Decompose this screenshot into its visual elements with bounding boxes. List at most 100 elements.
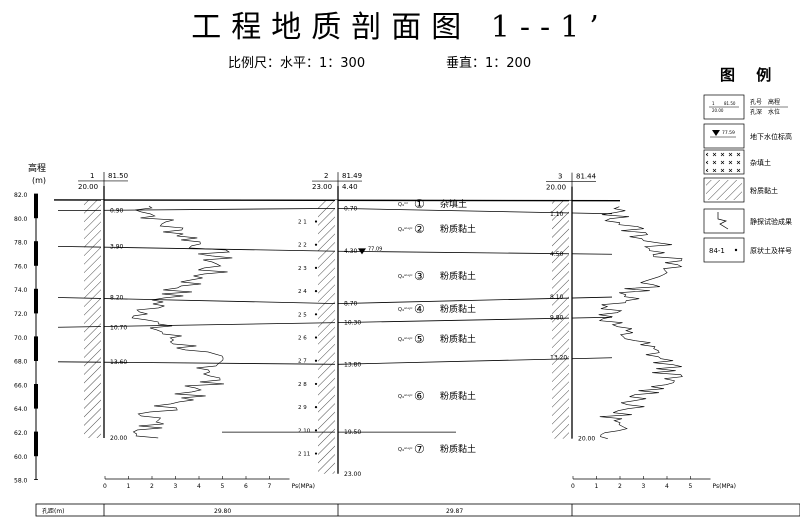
legend-water-value: 77.59 (722, 130, 735, 136)
sample-number: 2 10 (298, 428, 311, 434)
elevation-axis-bar (34, 194, 38, 218)
legend-box (703, 208, 745, 234)
sample-number: 2 1 (298, 219, 307, 225)
elevation-tick-label: 76.0 (14, 263, 28, 270)
layer-code: Q₄ᵃˡ⁺ᵖˡ (398, 394, 413, 400)
boundary-depth-label: 0.90 (110, 208, 124, 215)
distance-value: 29.80 (214, 508, 231, 515)
legend-sample-value: 84-1 (709, 247, 725, 255)
boundary-depth-label: 1.10 (550, 211, 564, 218)
ps-axis-2-tick-label: 0 (571, 483, 575, 490)
ps-axis-2-tick-label: 4 (665, 483, 669, 490)
elevation-tick-label: 80.0 (14, 216, 28, 223)
sample-number: 2 6 (298, 336, 307, 342)
borehole-hatch (552, 200, 572, 439)
borehole-depth: 23.00 (312, 183, 332, 191)
borehole-gap (335, 200, 338, 474)
borehole-gap (569, 200, 572, 439)
layer-name: 杂填土 (440, 198, 467, 210)
sample-number: 2 2 (298, 243, 307, 249)
ps-axis-2-label: Ps(MPa) (713, 483, 737, 490)
horizontal-scale: 比例尺：水平：1：300 (228, 56, 366, 71)
legend-box (703, 149, 745, 175)
elevation-tick-label: 70.0 (14, 335, 28, 342)
elevation-tick-label: 62.0 (14, 430, 28, 437)
boundary-depth-label: 13.20 (550, 355, 567, 362)
elevation-axis-bar (34, 384, 38, 409)
layer-number: ⑥ (414, 389, 425, 403)
layer-name: 粉质黏土 (440, 390, 476, 402)
elevation-tick-label: 72.0 (14, 311, 28, 318)
sample-point (314, 382, 318, 386)
boundary-depth-label: 9.80 (550, 314, 564, 321)
ps-axis-1-tick-label: 2 (150, 483, 154, 490)
sample-point (314, 290, 318, 293)
legend-box (703, 123, 745, 149)
layer-number: ⑤ (414, 332, 425, 346)
layer-number: ③ (414, 269, 425, 283)
layer-number: ② (414, 222, 425, 236)
legend-box (703, 94, 745, 120)
boundary-depth-label: 13.60 (110, 359, 127, 366)
legend-label: 地下水位标高 (750, 132, 792, 141)
boundary-depth-label: 10.30 (344, 320, 361, 327)
legend-sample-elevation: 81.50 (724, 101, 736, 106)
ps-axis-1-tick-label: 6 (244, 483, 248, 490)
layer-number: ① (414, 197, 425, 211)
layer-boundary (57, 322, 339, 328)
sample-point (314, 313, 318, 316)
boundary-depth-label: 4.50 (550, 251, 564, 258)
elevation-axis-bar (34, 241, 38, 266)
sample-point (314, 452, 318, 455)
legend-box (703, 177, 745, 203)
legend-bottom-label: 孔深 (750, 108, 762, 116)
sample-number: 2 5 (298, 312, 307, 318)
elevation-tick-label: 68.0 (14, 359, 28, 366)
borehole-hatch (84, 199, 104, 438)
silty-clay-hatch-icon (706, 180, 742, 200)
elevation-tick-label: 82.0 (14, 192, 28, 199)
sample-number: 2 7 (298, 359, 307, 365)
borehole-depth: 20.00 (546, 184, 566, 192)
borehole-bottom-depth: 20.00 (110, 435, 127, 442)
borehole-depth: 20.00 (78, 183, 98, 191)
legend-label: 粉质黏土 (750, 186, 778, 195)
borehole-id: 2 (324, 172, 328, 180)
legend-top-sub: 高程 (768, 98, 780, 106)
sample-point (314, 429, 318, 432)
borehole-gap (101, 199, 104, 438)
ps-axis-1-tick-label: 3 (174, 483, 178, 490)
borehole-elevation: 81.44 (576, 173, 597, 181)
fill-soil-hatch-icon (706, 152, 742, 172)
layer-name: 粉质黏土 (440, 223, 476, 235)
groundwater-icon (712, 130, 720, 136)
layer-code: Q₄ᵃˡ⁺ᵖˡ (398, 447, 413, 453)
elevation-axis-bar (34, 289, 38, 313)
sample-number: 2 4 (298, 289, 307, 295)
layer-code: Q₄ᵃˡ⁺ᵖˡ (398, 337, 413, 343)
borehole-water-depth: 4.40 (342, 183, 358, 191)
sample-number: 2 9 (298, 405, 307, 411)
borehole-id: 3 (558, 173, 562, 181)
layer-boundary (57, 245, 339, 252)
elevation-tick-label: 74.0 (14, 287, 28, 294)
sample-point (314, 336, 318, 339)
ps-axis-1-tick-label: 7 (268, 483, 272, 490)
elevation-tick-label: 78.0 (14, 240, 28, 247)
boundary-depth-label: 0.70 (344, 205, 358, 212)
elevation-tick-label: 64.0 (14, 406, 28, 413)
cpt-curve (131, 205, 233, 439)
borehole-bottom-depth: 20.00 (578, 436, 595, 443)
ps-axis-1-tick-label: 1 (127, 483, 131, 490)
layer-code: Q₄ᵃˡ⁺ᵖˡ (398, 227, 413, 233)
ps-axis-2-tick-label: 2 (618, 483, 622, 490)
boundary-depth-label: 3.90 (110, 243, 124, 250)
legend-title: 图 例 (720, 66, 780, 84)
layer-code: Q₄ᵃˡ⁺ᵖˡ (398, 307, 413, 313)
layer-name: 粉质黏土 (440, 443, 476, 455)
layer-number: ④ (414, 302, 425, 316)
cpt-curve-icon (717, 212, 729, 230)
boundary-depth-label: 10.70 (110, 324, 127, 331)
boundary-depth-label: 4.30 (344, 248, 358, 255)
